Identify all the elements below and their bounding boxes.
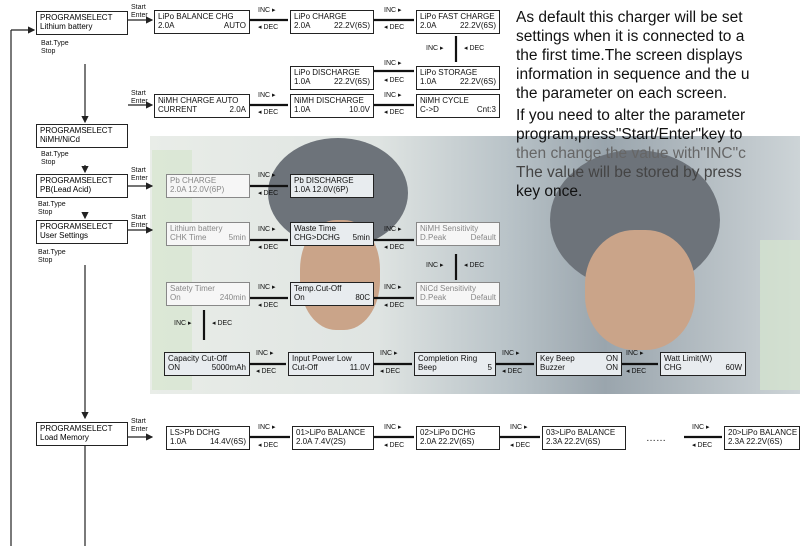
dec-label: ◂ DEC [384,109,405,116]
instruction-paragraph-1: As default this charger will be set sett… [516,9,750,102]
dec-label: ◂ DEC [258,24,279,31]
dec-label: ◂ DEC [384,442,405,449]
program-select-lithium[interactable]: PROGRAMSELECT Lithium battery [36,11,128,35]
program-select-load-memory[interactable]: PROGRAMSELECT Load Memory [36,422,128,446]
inc-label: INC ▸ [384,60,402,67]
instruction-paragraph-2: If you need to alter the parameter progr… [516,107,746,200]
dec-label: ◂ DEC [384,244,405,251]
inc-label: INC ▸ [380,350,398,357]
inc-label: INC ▸ [692,424,710,431]
inc-label: INC ▸ [626,350,644,357]
dec-label: ◂ DEC [256,368,277,375]
inc-label: INC ▸ [502,350,520,357]
program-select-type: Load Memory [40,433,89,442]
dec-label: ◂ DEC [692,442,713,449]
program-select-title: PROGRAMSELECT [40,176,113,185]
program-select-title: PROGRAMSELECT [40,126,113,135]
inc-label: INC ▸ [258,226,276,233]
inc-label: INC ▸ [174,320,192,327]
face-graphic [585,230,695,350]
inc-label: INC ▸ [384,284,402,291]
program-select-type: Lithium battery [40,22,93,31]
inc-label: INC ▸ [426,45,444,52]
inc-label: INC ▸ [510,424,528,431]
inc-label: INC ▸ [258,7,276,14]
inc-label: INC ▸ [384,226,402,233]
dec-label: ◂ DEC [258,109,279,116]
inc-label: INC ▸ [258,172,276,179]
dec-label: ◂ DEC [626,368,647,375]
dec-label: ◂ DEC [502,368,523,375]
inc-label: INC ▸ [384,424,402,431]
inc-label: INC ▸ [258,92,276,99]
program-select-type: PB(Lead Acid) [40,185,92,194]
inc-label: INC ▸ [426,262,444,269]
dec-label: ◂ DEC [212,320,233,327]
program-select-nimh[interactable]: PROGRAMSELECT NiMH/NiCd [36,124,128,148]
program-select-title: PROGRAMSELECT [40,424,113,433]
dec-label: ◂ DEC [380,368,401,375]
program-select-pb[interactable]: PROGRAMSELECT PB(Lead Acid) [36,174,128,198]
dec-label: ◂ DEC [258,302,279,309]
dec-label: ◂ DEC [384,24,405,31]
inc-label: INC ▸ [256,350,274,357]
dec-label: ◂ DEC [258,190,279,197]
dec-label: ◂ DEC [464,262,485,269]
program-select-title: PROGRAMSELECT [40,222,113,231]
inc-label: INC ▸ [384,7,402,14]
dec-label: ◂ DEC [510,442,531,449]
inc-label: INC ▸ [258,424,276,431]
dec-label: ◂ DEC [384,77,405,84]
dec-label: ◂ DEC [258,244,279,251]
ellipsis: …… [646,433,666,444]
program-select-user-settings[interactable]: PROGRAMSELECT User Settings [36,220,128,244]
watermark-logo [760,240,800,390]
dec-label: ◂ DEC [384,302,405,309]
program-select-title: PROGRAMSELECT [40,13,113,22]
inc-label: INC ▸ [384,92,402,99]
program-select-type: User Settings [40,231,89,240]
program-select-type: NiMH/NiCd [40,135,80,144]
inc-label: INC ▸ [258,284,276,291]
dec-label: ◂ DEC [258,442,279,449]
dec-label: ◂ DEC [464,45,485,52]
